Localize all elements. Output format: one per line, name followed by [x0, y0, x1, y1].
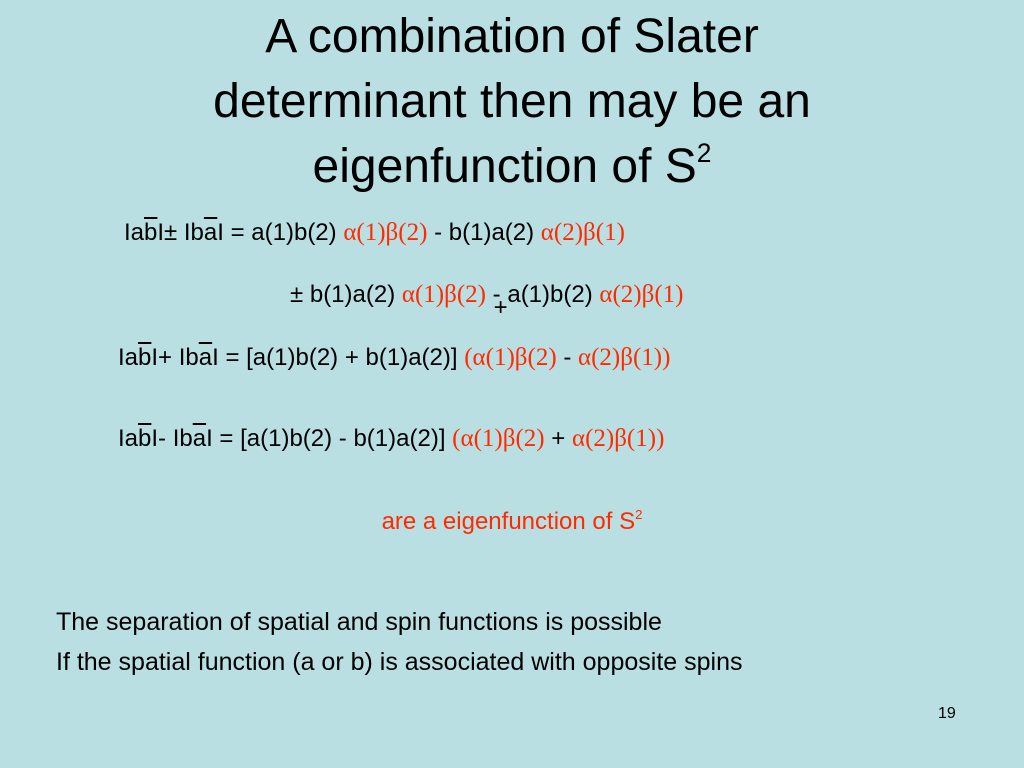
eq1-bbar: b — [144, 219, 158, 246]
eq4-op: + — [544, 425, 572, 452]
title-line-2: determinant then may be an — [213, 75, 811, 128]
equation-4: IabI- IbaI = [a(1)b(2) - b(1)a(2)] (α(1)… — [118, 424, 664, 454]
eq1-abar: a — [203, 219, 218, 246]
eq3-open-paren: ( — [464, 344, 473, 371]
caption-text: are a eigenfunction of S — [381, 508, 636, 535]
eq4-lhs-close: I = [a(1)b(2) - b(1)a(2)] — [206, 425, 453, 452]
title-superscript: 2 — [696, 138, 712, 169]
explanation-text: The separation of spatial and spin funct… — [56, 602, 742, 682]
equation-1: IabI± IbaI = a(1)b(2) α(1)β(2) - b(1)a(2… — [124, 218, 625, 248]
eq2-mp-top: - — [492, 281, 501, 308]
eq2-mid: a(1)b(2) — [500, 281, 600, 308]
eq1-lhs-sep: I± Ib — [157, 219, 204, 246]
eq3-lhs-close: I = [a(1)b(2) + b(1)a(2)] — [212, 344, 465, 371]
slide-title: A combination of Slater determinant then… — [0, 0, 1024, 199]
eq3-op: - — [556, 344, 578, 371]
eq4-abar: a — [192, 425, 207, 452]
caption-superscript: 2 — [635, 507, 643, 523]
eq3-lhs-open: Ia — [118, 344, 139, 371]
eq4-open-paren: ( — [452, 425, 461, 452]
eq4-spin-term-2: α(2)β(1)) — [571, 425, 665, 452]
eq4-lhs-open: Ia — [118, 425, 139, 452]
eq3-bbar: b — [138, 344, 152, 371]
eq3-abar: a — [198, 344, 213, 371]
eq2-minus-plus: -+ — [492, 280, 508, 321]
eq2-spin-term-2: α(2)β(1) — [599, 281, 684, 308]
eq2-mp-bottom: + — [493, 294, 508, 321]
title-line-1: A combination of Slater — [265, 10, 759, 63]
eq3-spin-term-2: α(2)β(1)) — [577, 344, 671, 371]
eq1-spin-term-2: α(2)β(1) — [540, 219, 625, 246]
eq2-pm: ± b(1)a(2) — [290, 281, 402, 308]
eq2-spin-term-1: α(1)β(2) — [401, 281, 486, 308]
equation-2: ± b(1)a(2) α(1)β(2) -+ a(1)b(2) α(2)β(1) — [290, 280, 684, 321]
eigenfunction-caption: are a eigenfunction of S2 — [0, 508, 1024, 536]
eq1-mid: - b(1)a(2) — [427, 219, 541, 246]
eq3-lhs-sep: I+ Ib — [151, 344, 199, 371]
eq1-spin-term-1: α(1)β(2) — [343, 219, 428, 246]
explanation-line-2: If the spatial function (a or b) is asso… — [56, 648, 743, 676]
title-line-3-text: eigenfunction of S — [312, 140, 697, 193]
title-line-3: eigenfunction of S2 — [0, 134, 1024, 199]
eq4-bbar: b — [138, 425, 152, 452]
page-number: 19 — [938, 705, 956, 722]
eq1-lhs-close: I = a(1)b(2) — [217, 219, 344, 246]
eq4-lhs-sep: I- Ib — [151, 425, 193, 452]
equation-3: IabI+ IbaI = [a(1)b(2) + b(1)a(2)] (α(1)… — [118, 343, 670, 373]
eq3-spin-term-1: α(1)β(2) — [472, 344, 557, 371]
eq1-lhs-open: Ia — [124, 219, 145, 246]
eq4-spin-term-1: α(1)β(2) — [460, 425, 545, 452]
explanation-line-1: The separation of spatial and spin funct… — [56, 608, 662, 636]
